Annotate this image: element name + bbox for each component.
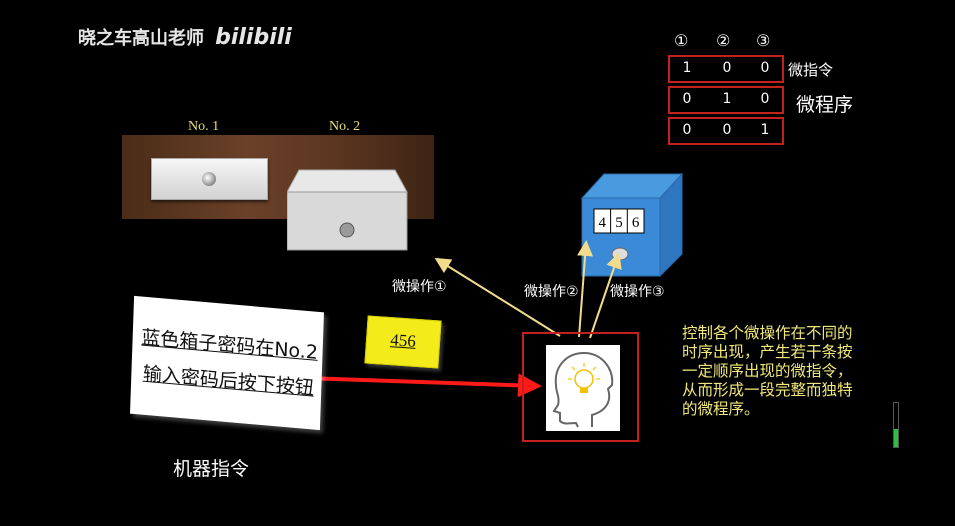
note-line-2: 输入密码后按下按钮	[142, 362, 315, 400]
micro-table-header: ① ② ③	[668, 31, 780, 51]
table-cell: 0	[682, 122, 692, 138]
controller-box	[522, 332, 639, 442]
table-cell: 1	[722, 91, 732, 107]
drawer-no2[interactable]	[287, 168, 409, 252]
head-panel	[546, 345, 620, 431]
drawer-no1-knob	[202, 172, 216, 186]
table-cell: 1	[760, 122, 770, 138]
table-cell: 0	[682, 91, 692, 107]
micro-program-label: 微程序	[796, 94, 854, 116]
explanation-text: 控制各个微操作在不同的时序出现，产生若干条按一定顺序出现的微指令，从而形成一段完…	[682, 324, 853, 418]
micro-instruction-row-1: 1 0 0	[668, 55, 784, 83]
watermark: 晓之车高山老师 bilibili	[78, 24, 292, 50]
micro-table-header-3: ③	[756, 31, 771, 50]
note-line-1: 蓝色箱子密码在No.2	[140, 326, 319, 364]
micro-op-label-2: 微操作②	[524, 284, 579, 300]
watermark-text: 晓之车高山老师	[78, 28, 204, 49]
arrow-micro-op-2	[577, 240, 594, 338]
box-digit-2: 5	[615, 215, 623, 231]
arrow-micro-op-1	[434, 257, 561, 337]
progress-fill	[894, 429, 898, 447]
table-cell: 0	[722, 60, 732, 76]
password-sticky-note: 456	[364, 315, 442, 369]
arrow-instruction-to-controller	[303, 373, 542, 398]
micro-table-header-1: ①	[674, 31, 689, 50]
micro-op-label-1: 微操作①	[392, 279, 447, 295]
table-cell: 0	[760, 91, 770, 107]
drawer-no1[interactable]	[151, 158, 268, 200]
drawer-no2-knob	[339, 222, 355, 238]
table-cell: 1	[682, 60, 692, 76]
micro-instruction-label: 微指令	[788, 61, 834, 79]
micro-op-label-3: 微操作③	[610, 284, 665, 300]
progress-indicator	[893, 402, 899, 448]
arrow-micro-op-3	[589, 252, 622, 339]
instruction-note: 蓝色箱子密码在No.2 输入密码后按下按钮	[129, 295, 325, 431]
drawer-label-no1: No. 1	[188, 119, 220, 134]
micro-table-header-2: ②	[716, 31, 731, 50]
box-digit-3: 6	[632, 215, 640, 231]
table-cell: 0	[760, 60, 770, 76]
bilibili-logo: bilibili	[215, 25, 292, 50]
table-cell: 0	[722, 122, 732, 138]
blue-safe-box[interactable]: 4 5 6	[578, 170, 688, 280]
micro-instruction-row-3: 0 0 1	[668, 117, 784, 145]
head-lightbulb-icon	[552, 351, 614, 428]
micro-instruction-row-2: 0 1 0	[668, 86, 784, 114]
drawer-label-no2: No. 2	[329, 119, 361, 134]
box-digit-1: 4	[599, 215, 607, 231]
password-text: 456	[389, 330, 417, 351]
machine-instruction-label: 机器指令	[173, 458, 250, 480]
